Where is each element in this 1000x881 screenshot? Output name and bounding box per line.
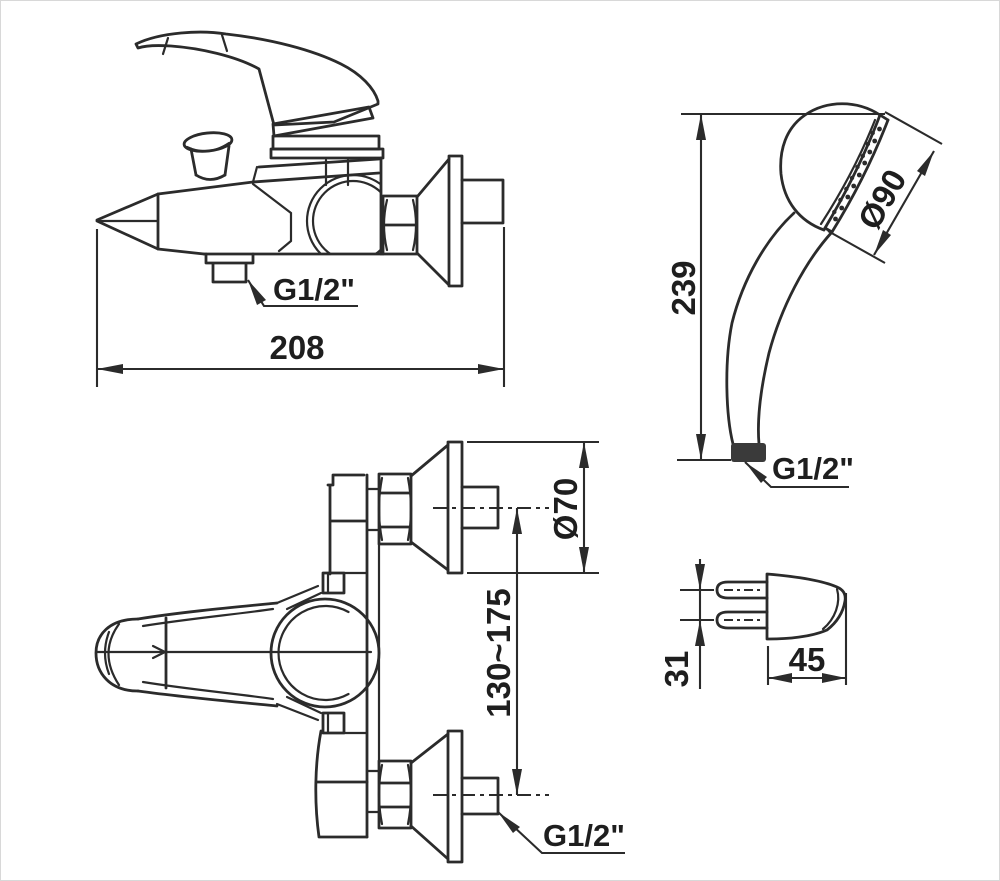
lower-inlet-connection: [377, 729, 549, 864]
thread-label-inlet: G1/2": [497, 811, 625, 855]
wall-flange: [415, 154, 505, 288]
thread-label-inlet-text: G1/2": [543, 818, 625, 853]
lever-tip-cap-line: [161, 36, 170, 56]
shower-handle-left-edge: [725, 211, 796, 446]
wall-mount-hex-nut: [381, 194, 419, 256]
hand-shower-view: 239 Ø90 G1/2": [665, 102, 943, 489]
dim-inlet-spacing: 130~175: [480, 508, 522, 795]
valve-circle: [305, 173, 381, 254]
shower-head-outline: [779, 102, 882, 232]
collar-band-2: [269, 147, 385, 160]
cartridge-slot: [324, 158, 350, 187]
dim-label-45: 45: [789, 641, 826, 678]
dim-label-208: 208: [269, 329, 324, 366]
spray-nozzle-dots: [832, 126, 882, 222]
lever-seam-line: [220, 33, 229, 53]
lever-handle: [134, 30, 380, 127]
mixer-front-view: Ø70 130~175 G1/2": [94, 440, 625, 864]
shower-holder-view: 31 45: [658, 559, 848, 689]
dim-label-130-175: 130~175: [480, 588, 517, 717]
diverter-knob: [182, 131, 234, 181]
upper-inlet-connection: [377, 440, 549, 575]
shower-handle-right-edge: [757, 230, 834, 446]
holder-body-contour: [821, 587, 840, 631]
mixer-side-view: 208 G1/2": [95, 30, 506, 387]
front-lever-handle: [94, 601, 373, 708]
shower-outlet-stub: [204, 252, 255, 284]
thread-label-mixer-outlet: G1/2": [247, 272, 358, 308]
thread-label-shower: G1/2": [744, 451, 854, 489]
holder-body: [765, 572, 847, 641]
body-top-edge-1: [257, 157, 381, 169]
pivot-block-top: [275, 571, 369, 611]
dim-width-45: 45: [766, 593, 848, 685]
dim-width-208: 208: [95, 227, 506, 387]
dim-depth-31: 31: [658, 559, 714, 689]
shower-connector: [731, 443, 766, 462]
thread-label-mixer-outlet-text: G1/2": [273, 272, 355, 307]
dim-height-239: 239: [665, 112, 885, 462]
spout: [95, 180, 255, 256]
dim-label-o70: Ø70: [547, 478, 584, 540]
holder-prongs: [715, 580, 769, 630]
dim-flange-diameter-70: Ø70: [467, 440, 599, 575]
dim-label-31: 31: [658, 651, 695, 688]
front-body: [314, 473, 381, 839]
thread-label-shower-text: G1/2": [772, 451, 854, 486]
cartridge-cap: [271, 105, 375, 138]
dim-label-239: 239: [665, 260, 702, 315]
body-left-joint: [251, 165, 259, 184]
collar-band-1: [271, 134, 381, 151]
pivot-block-bottom: [275, 695, 369, 735]
body-detail-lines: [251, 182, 293, 253]
